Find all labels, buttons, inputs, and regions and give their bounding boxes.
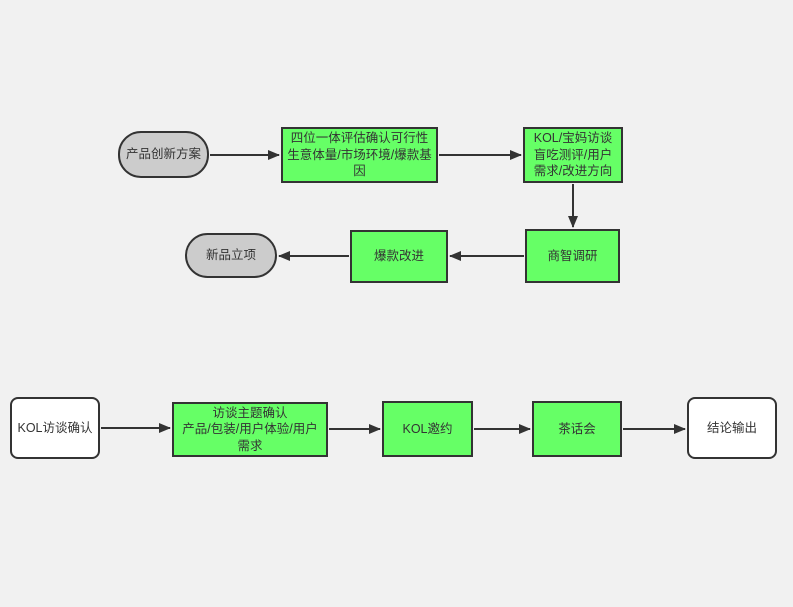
node-product-innovation-plan[interactable]: 产品创新方案: [118, 131, 209, 178]
node-new-product-initiation[interactable]: 新品立项: [185, 233, 277, 278]
node-conclusion-output[interactable]: 结论输出: [687, 397, 777, 459]
node-four-in-one-evaluation[interactable]: 四位一体评估确认可行性 生意体量/市场环境/爆款基 因: [281, 127, 438, 183]
node-interview-topic-confirm[interactable]: 访谈主题确认 产品/包装/用户体验/用户 需求: [172, 402, 328, 457]
node-kol-mom-interview[interactable]: KOL/宝妈访谈 盲吃测评/用户 需求/改进方向: [523, 127, 623, 183]
node-kol-interview-confirm[interactable]: KOL访谈确认: [10, 397, 100, 459]
node-business-intelligence-research[interactable]: 商智调研: [525, 229, 620, 283]
node-kol-invitation[interactable]: KOL邀约: [382, 401, 473, 457]
node-hit-product-improvement[interactable]: 爆款改进: [350, 230, 448, 283]
node-tea-party[interactable]: 茶话会: [532, 401, 622, 457]
